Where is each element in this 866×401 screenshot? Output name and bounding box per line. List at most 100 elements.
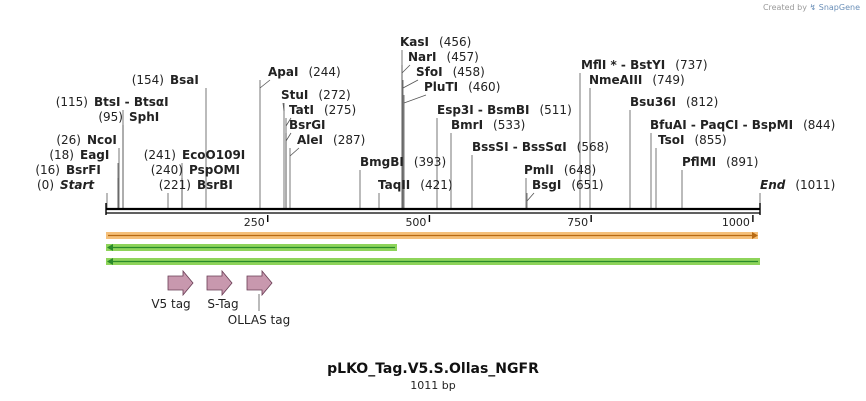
site-name: TaqII [378, 178, 410, 192]
site-position: (240) [151, 163, 183, 177]
site-name: BmrI [451, 118, 483, 132]
map-length: 1011 bp [410, 379, 456, 392]
site-name: TatI [289, 103, 314, 117]
orange-feature-bar [106, 232, 758, 239]
site-name: BfuAI - PaqCI - BspMI [650, 118, 793, 132]
site-leader-connector [285, 117, 292, 127]
green-feature-bar-short [106, 244, 397, 251]
site-position: (568) [577, 140, 609, 154]
ruler-tick-label: 500 [405, 216, 426, 229]
site-position: (272) [318, 88, 350, 102]
site-name: KasI [400, 35, 429, 49]
site-name: Start [60, 178, 95, 192]
site-name: BssSI - BssSαI [472, 140, 567, 154]
green-arrow-head-icon [107, 258, 113, 265]
ruler-tick-label: 1000 [722, 216, 750, 229]
site-leader-lines [106, 50, 761, 208]
site-name: BmgBI [360, 155, 404, 169]
site-name: StuI [281, 88, 308, 102]
site-name: NcoI [87, 133, 117, 147]
feature-s-tag: S-Tag [206, 269, 239, 311]
feature-label: OLLAS tag [228, 313, 290, 327]
site-name: BsrFI [66, 163, 101, 177]
site-position: (241) [144, 148, 176, 162]
site-name: BtsI - BtsαI [94, 95, 169, 109]
site-name: SphI [129, 110, 159, 124]
green-feature-bar-long [106, 258, 760, 265]
credit-brand: SnapGene [818, 3, 860, 12]
site-name: TsoI [658, 133, 684, 147]
site-name: PflMI [682, 155, 716, 169]
site-position: (16) [35, 163, 60, 177]
site-position: (287) [333, 133, 365, 147]
snapgene-logo-icon: ↯ [809, 3, 817, 12]
site-name: EagI [80, 148, 109, 162]
site-name: NarI [408, 50, 437, 64]
site-name: EcoO109I [182, 148, 245, 162]
map-title: pLKO_Tag.V5.S.Ollas_NGFR [327, 361, 539, 377]
site-position: (891) [726, 155, 758, 169]
site-position: (18) [49, 148, 74, 162]
site-leader-connector [289, 147, 300, 157]
site-position: (275) [324, 103, 356, 117]
site-name: BsrGI [289, 118, 326, 132]
site-position: (154) [132, 73, 164, 87]
site-leader-connector [526, 192, 535, 202]
site-position: (737) [675, 58, 707, 72]
site-position: (511) [539, 103, 571, 117]
site-position: (533) [493, 118, 525, 132]
site-name: AleI [297, 133, 323, 147]
site-leader-connector [402, 79, 419, 89]
site-leader-connector [282, 102, 285, 112]
site-position: (458) [453, 65, 485, 79]
sequence-backbone [105, 203, 761, 215]
ruler-ticks: 250 500 750 1000 [244, 215, 754, 229]
site-leader-connector [259, 79, 271, 89]
site-name: End [760, 178, 786, 192]
site-name: NmeAIII [589, 73, 642, 87]
site-name: ApaI [268, 65, 298, 79]
site-name: Bsu36I [630, 95, 676, 109]
site-name: BsaI [170, 73, 199, 87]
site-name: PmlI [524, 163, 554, 177]
ruler-tick-label: 250 [244, 216, 265, 229]
green-arrow-head-icon [107, 244, 113, 251]
site-position: (855) [694, 133, 726, 147]
feature-v5-tag: V5 tag [151, 269, 194, 311]
site-position: (1011) [795, 178, 835, 192]
site-position: (221) [159, 178, 191, 192]
site-leader-connector [403, 94, 427, 104]
site-position: (844) [803, 118, 835, 132]
orange-arrow-head-icon [752, 232, 758, 239]
site-position: (244) [308, 65, 340, 79]
site-position: (95) [98, 110, 123, 124]
feature-label: S-Tag [207, 297, 238, 311]
site-position: (393) [414, 155, 446, 169]
site-position: (460) [468, 80, 500, 94]
site-name: SfoI [416, 65, 443, 79]
site-name: PspOMI [189, 163, 240, 177]
site-position: (651) [571, 178, 603, 192]
site-name: PluTI [424, 80, 458, 94]
site-position: (749) [652, 73, 684, 87]
site-name: BsrBI [197, 178, 233, 192]
site-position: (648) [564, 163, 596, 177]
site-leader-connector [285, 132, 292, 142]
feature-arrow-icon [206, 269, 233, 297]
snapgene-credit: Created by ↯ SnapGene [763, 3, 860, 12]
site-position: (457) [447, 50, 479, 64]
site-position: (812) [686, 95, 718, 109]
site-position: (456) [439, 35, 471, 49]
site-position: (0) [37, 178, 54, 192]
ruler-tick-label: 750 [567, 216, 588, 229]
site-name: BsgI [532, 178, 561, 192]
site-position: (421) [420, 178, 452, 192]
feature-ollas-tag: OLLAS tag [228, 269, 290, 327]
feature-label: V5 tag [151, 297, 190, 311]
credit-prefix: Created by [762, 3, 807, 12]
restriction-site-labels: Start(0)BsrFI(16)EagI(18)NcoI(26)SphI(95… [35, 35, 835, 192]
feature-arrow-icon [167, 269, 194, 297]
feature-arrow-icon [246, 269, 273, 297]
